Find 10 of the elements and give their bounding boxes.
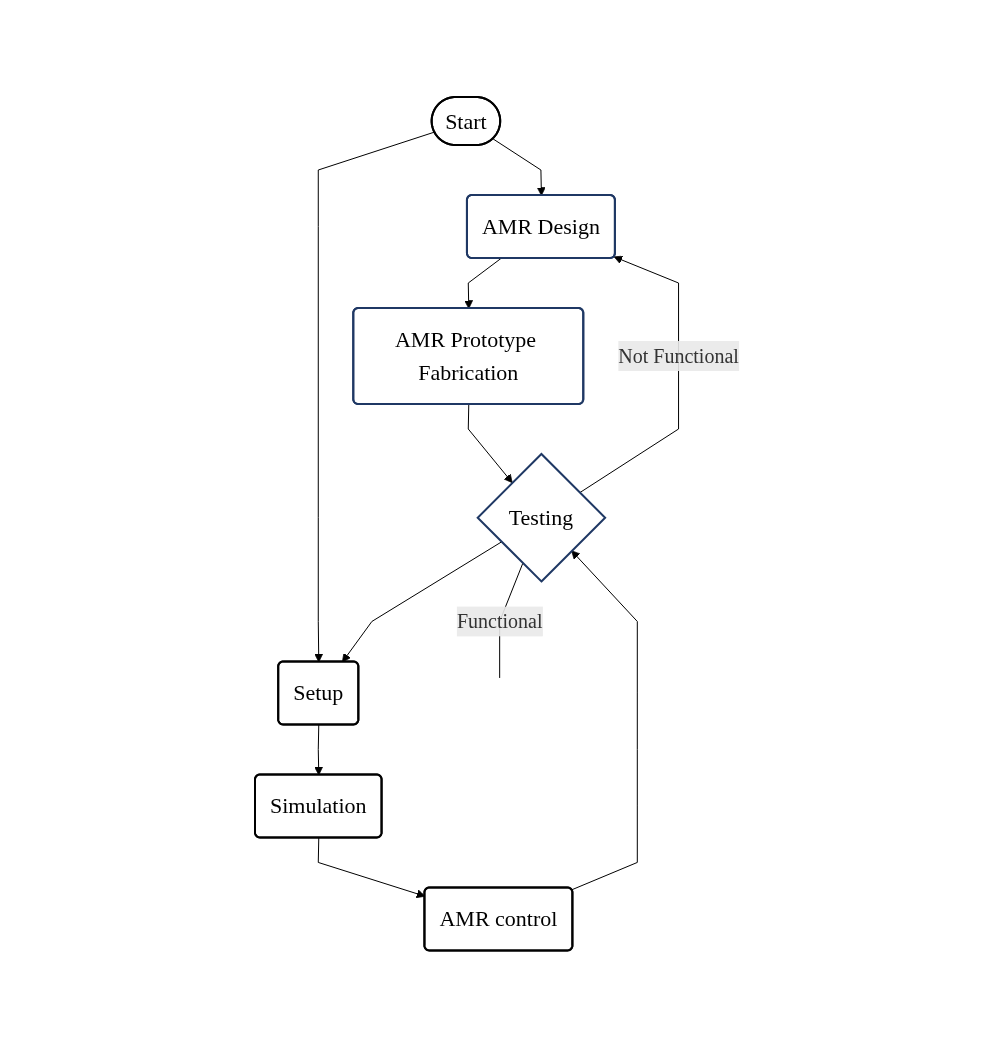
node-diamond: Testing bbox=[476, 452, 607, 583]
edge-label: Functional bbox=[456, 610, 543, 633]
arrow bbox=[314, 724, 324, 776]
arrow bbox=[571, 550, 638, 891]
arrow bbox=[579, 255, 680, 493]
arrow bbox=[467, 403, 513, 483]
edge-label: Not Functional bbox=[618, 344, 739, 367]
arrow bbox=[342, 541, 502, 663]
arrow bbox=[464, 257, 502, 309]
arrow bbox=[492, 138, 546, 196]
